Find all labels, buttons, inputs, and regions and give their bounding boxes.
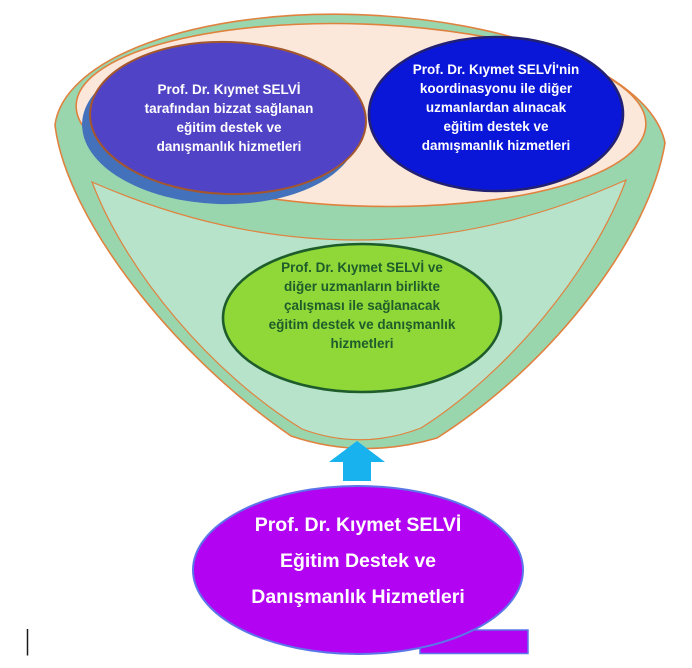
middle-ellipse-shape	[221, 242, 503, 394]
top-left-ellipse-shape	[89, 40, 367, 196]
bottom-ellipse-shape	[192, 485, 524, 655]
top-right-ellipse-shape	[367, 35, 625, 193]
up-arrow-icon	[329, 441, 385, 481]
